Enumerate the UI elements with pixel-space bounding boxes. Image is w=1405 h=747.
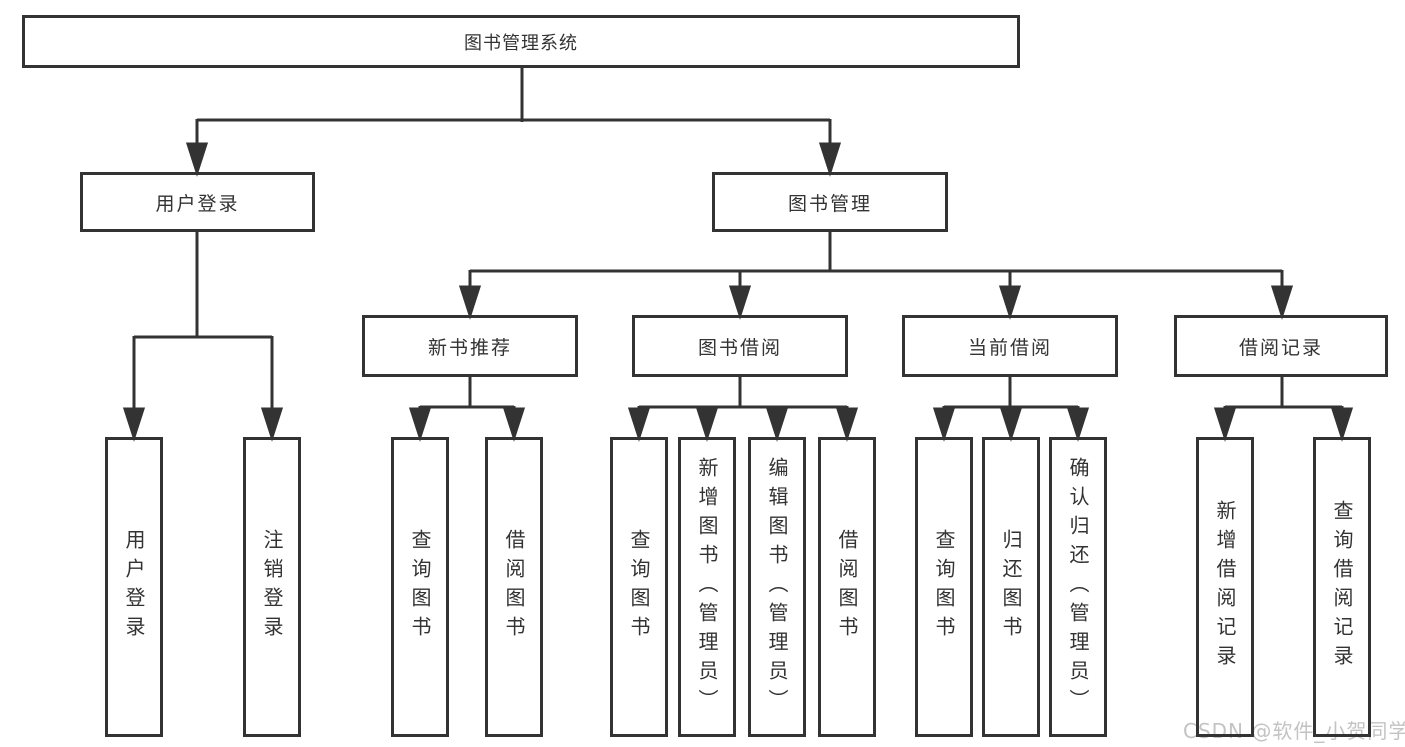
arrowhead [1213, 407, 1237, 442]
arrowhead [502, 407, 526, 442]
node-library-management-system: 图书管理系统 [22, 15, 1020, 68]
arrowhead [408, 407, 432, 442]
leaf-confirm-return-admin: 确认归还（管理员） [1049, 437, 1107, 737]
arrowhead [932, 407, 956, 442]
arrowhead [185, 142, 209, 177]
leaf-borrow-books: 借阅图书 [818, 437, 876, 737]
leaf-add-books-admin: 新增图书（管理员） [678, 437, 736, 737]
arrowhead [765, 407, 789, 442]
leaf-query-borrow-record: 查询借阅记录 [1313, 437, 1371, 737]
arrowhead [627, 407, 651, 442]
arrowhead [458, 285, 482, 320]
arrowhead [1330, 407, 1354, 442]
arrowhead [1270, 285, 1294, 320]
node-book-borrowing: 图书借阅 [632, 315, 848, 377]
arrowhead [818, 142, 842, 177]
arrowhead [835, 407, 859, 442]
leaf-user-login: 用户登录 [105, 437, 163, 737]
leaf-return-books: 归还图书 [982, 437, 1040, 737]
node-user-login-branch: 用户登录 [80, 172, 315, 232]
leaf-edit-books-admin: 编辑图书（管理员） [748, 437, 806, 737]
leaf-query-books-recommend: 查询图书 [391, 437, 449, 737]
arrowhead [728, 285, 752, 320]
arrowhead [695, 407, 719, 442]
node-new-book-recommendation: 新书推荐 [362, 315, 578, 377]
arrowhead [260, 407, 284, 442]
node-borrowing-records: 借阅记录 [1174, 315, 1388, 377]
arrowhead [999, 407, 1023, 442]
leaf-logout: 注销登录 [243, 437, 301, 737]
leaf-borrow-books-recommend: 借阅图书 [485, 437, 543, 737]
leaf-add-borrow-record: 新增借阅记录 [1196, 437, 1254, 737]
leaf-query-books-borrowing: 查询图书 [610, 437, 668, 737]
node-book-management-branch: 图书管理 [712, 172, 948, 232]
arrowhead [122, 407, 146, 442]
arrowhead [998, 285, 1022, 320]
node-current-borrowing: 当前借阅 [902, 315, 1118, 377]
arrowhead [1066, 407, 1090, 442]
leaf-query-books-current: 查询图书 [915, 437, 973, 737]
